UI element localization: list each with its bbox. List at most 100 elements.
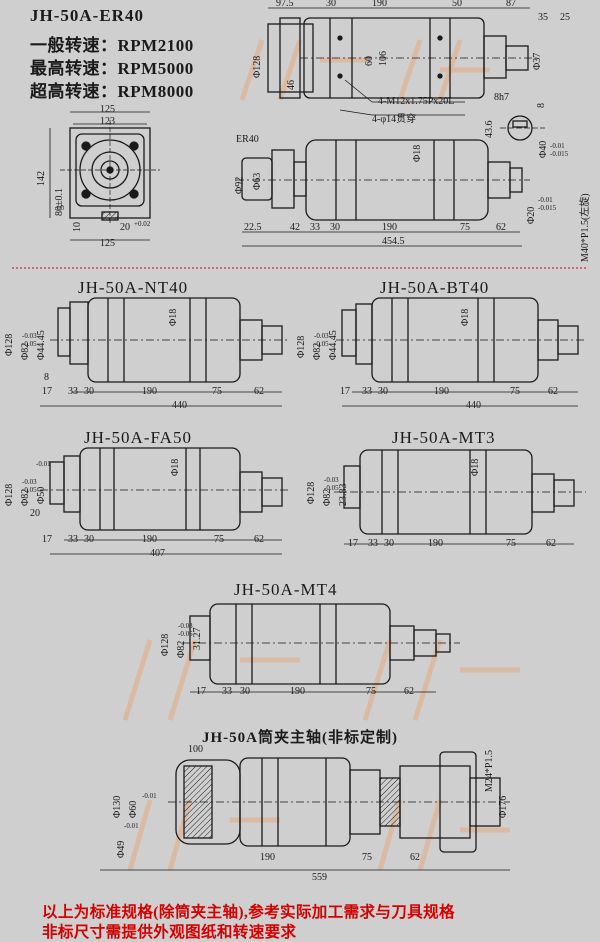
dim-label: 46 bbox=[286, 80, 297, 90]
collet-spindle-title: JH-50A筒夹主轴(非标定制) bbox=[202, 730, 398, 746]
footer-note-line2: 非标尺寸需提供外观图纸和转速要求 bbox=[42, 924, 297, 941]
dim-label: Φ128 bbox=[160, 633, 171, 656]
dim-label: 17 bbox=[42, 386, 52, 397]
dim-label: Φ44.45 bbox=[36, 330, 47, 360]
nt40-view bbox=[40, 297, 290, 407]
dim-label: Φ128 bbox=[4, 483, 15, 506]
tol-upper: -0.01 bbox=[124, 822, 139, 830]
tol-upper: -0.01 bbox=[142, 792, 157, 800]
tol-upper: -0.03 bbox=[22, 478, 37, 486]
dim-label: 100 bbox=[188, 744, 203, 755]
dim-label: Φ37 bbox=[532, 52, 543, 70]
footer-note-line1: 以上为标准规格(除筒夹主轴),参考实际加工需求与刀具规格 bbox=[42, 904, 455, 921]
dim-label: Φ128 bbox=[306, 481, 317, 504]
dim-label: Φ44.45 bbox=[328, 330, 339, 360]
dim-label: 190 bbox=[428, 538, 443, 549]
dim-label: 62 bbox=[410, 852, 420, 863]
dim-label: 142 bbox=[36, 171, 47, 186]
dim-label: 10 bbox=[72, 222, 83, 232]
dim-label: 30 bbox=[84, 534, 94, 545]
dim-label: Φ128 bbox=[296, 335, 307, 358]
dim-label: 87 bbox=[506, 0, 516, 9]
dim-label: 75 bbox=[366, 686, 376, 697]
tol-upper: -0.01 bbox=[538, 196, 553, 204]
dim-label: 30 bbox=[378, 386, 388, 397]
dim-label: 17 bbox=[196, 686, 206, 697]
dim-label: 30 bbox=[326, 0, 336, 9]
dim-label: 20 bbox=[30, 508, 40, 519]
dim-label: Φ18 bbox=[412, 144, 423, 162]
dim-label: Φ50 bbox=[36, 486, 47, 504]
dim-label: 62 bbox=[546, 538, 556, 549]
total-length: 440 bbox=[466, 400, 481, 411]
dim-label: 62 bbox=[548, 386, 558, 397]
dim-label: 123 bbox=[100, 116, 115, 127]
dim-label: 30 bbox=[240, 686, 250, 697]
dim-label: 75 bbox=[362, 852, 372, 863]
dim-label: 80±0.1 bbox=[54, 188, 65, 216]
dim-label: 31.27 bbox=[192, 627, 203, 651]
dim-label: 8 bbox=[536, 103, 547, 108]
dim-label: 30 bbox=[84, 386, 94, 397]
tol-upper: +0.02 bbox=[134, 220, 151, 228]
tol-upper: -0.01 bbox=[550, 142, 565, 150]
tol-upper: -0.03 bbox=[178, 622, 193, 630]
variant-title-mt4: JH-50A-MT4 bbox=[234, 580, 338, 599]
speed-max: 最高转速：RPM5000 bbox=[30, 59, 194, 78]
dim-label: 190 bbox=[290, 686, 305, 697]
dim-label: 125 bbox=[100, 238, 115, 249]
dim-label: 33 bbox=[368, 538, 378, 549]
speed-ultra: 超高转速：RPM8000 bbox=[30, 82, 194, 101]
dim-label: Φ40 bbox=[538, 140, 549, 158]
fa50-view bbox=[40, 447, 290, 555]
thread-spec: M24*P1.5 bbox=[484, 750, 495, 792]
dim-label: 33 bbox=[362, 386, 372, 397]
tol-lower: -0.05 bbox=[324, 484, 339, 492]
collet-label: ER40 bbox=[236, 134, 259, 145]
dim-label: 75 bbox=[506, 538, 516, 549]
dim-label: 30 bbox=[330, 222, 340, 233]
tol-upper: -0.03 bbox=[324, 476, 339, 484]
dim-label: 62 bbox=[404, 686, 414, 697]
dim-label: 33 bbox=[68, 534, 78, 545]
variant-title-bt40: JH-50A-BT40 bbox=[380, 278, 490, 297]
dim-label: 33 bbox=[310, 222, 320, 233]
dim-label: 42 bbox=[290, 222, 300, 233]
dim-label: 190 bbox=[142, 534, 157, 545]
dim-label: Φ49 bbox=[116, 840, 127, 858]
callout-through-holes: 4-φ14贯穿 bbox=[372, 114, 417, 125]
variant-title-fa50: JH-50A-FA50 bbox=[84, 428, 192, 447]
dim-label: 20 bbox=[120, 222, 130, 233]
dim-label: 30 bbox=[384, 538, 394, 549]
tol-lower: -0.05 bbox=[22, 340, 37, 348]
dim-label: 62 bbox=[496, 222, 506, 233]
variant-title-mt3: JH-50A-MT3 bbox=[392, 428, 496, 447]
collet-spindle-view bbox=[100, 751, 510, 871]
total-length: 407 bbox=[150, 548, 165, 559]
dim-label: 25 bbox=[560, 12, 570, 23]
dim-label: 43.6 bbox=[484, 120, 495, 139]
dim-label: 17 bbox=[42, 534, 52, 545]
dim-label: 35 bbox=[538, 12, 548, 23]
dim-label: 8 bbox=[44, 372, 49, 383]
dim-label: 50 bbox=[452, 0, 462, 9]
dim-label: Φ20 bbox=[526, 206, 537, 224]
model-title: JH-50A-ER40 bbox=[30, 6, 144, 25]
dim-label: 33 bbox=[222, 686, 232, 697]
dim-label: Φ128 bbox=[4, 333, 15, 356]
dim-label: 17 bbox=[340, 386, 350, 397]
side-view bbox=[236, 139, 530, 247]
bt40-view bbox=[336, 297, 586, 407]
dim-label: Φ18 bbox=[470, 458, 481, 476]
dim-label: 190 bbox=[142, 386, 157, 397]
dim-label: 33 bbox=[68, 386, 78, 397]
key-detail bbox=[500, 115, 545, 141]
dim-label: 190 bbox=[434, 386, 449, 397]
dim-label: 60 bbox=[364, 56, 375, 66]
dim-label: Φ63 bbox=[252, 172, 263, 190]
tol-lower: -0.05 bbox=[178, 630, 193, 638]
dim-label: Φ92 bbox=[234, 176, 245, 194]
total-length: 559 bbox=[312, 872, 327, 883]
